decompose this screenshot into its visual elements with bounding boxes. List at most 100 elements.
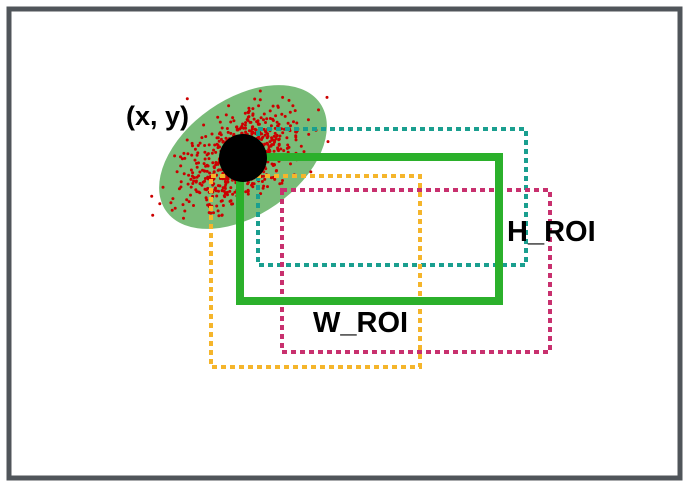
scatter-point: [190, 153, 194, 157]
scatter-point: [291, 104, 295, 108]
scatter-point: [198, 191, 202, 195]
scatter-point: [158, 202, 162, 206]
scatter-point: [187, 173, 191, 177]
scatter-point: [203, 144, 207, 147]
scatter-point: [231, 192, 235, 196]
scatter-point: [220, 213, 224, 217]
scatter-point: [277, 122, 281, 126]
height-label: H_ROI: [507, 216, 596, 248]
scatter-point: [244, 126, 248, 130]
scatter-point: [274, 114, 278, 118]
scatter-point: [294, 130, 298, 134]
scatter-point: [169, 201, 173, 205]
scatter-point: [182, 172, 186, 176]
scatter-point: [229, 120, 233, 124]
scatter-point: [251, 107, 255, 111]
scatter-point: [278, 134, 282, 138]
scatter-point: [280, 112, 284, 116]
scatter-point: [262, 112, 266, 116]
scatter-point: [259, 116, 263, 120]
scatter-point: [274, 169, 278, 173]
scatter-point: [214, 186, 217, 190]
scatter-point: [275, 120, 279, 124]
scatter-point: [263, 133, 267, 137]
scatter-point: [229, 186, 233, 190]
scatter-point: [224, 183, 228, 187]
roi-box-main: [236, 153, 503, 305]
scatter-point: [286, 121, 290, 125]
scatter-point: [219, 168, 223, 172]
scatter-point: [196, 151, 200, 155]
scatter-point: [194, 188, 198, 192]
scatter-point: [293, 109, 297, 113]
scatter-point: [251, 182, 254, 185]
scatter-point: [179, 185, 183, 189]
scatter-point: [195, 161, 198, 165]
scatter-point: [192, 179, 196, 183]
scatter-point: [191, 171, 195, 175]
scatter-point: [225, 190, 229, 194]
scatter-point: [246, 115, 250, 119]
scatter-point: [228, 189, 232, 193]
scatter-point: [205, 198, 209, 202]
scatter-point: [273, 131, 277, 135]
scatter-point: [258, 98, 262, 102]
scatter-point: [266, 134, 270, 138]
scatter-point: [268, 109, 272, 113]
scatter-point: [206, 203, 210, 207]
scatter-point: [251, 113, 255, 117]
scatter-point: [242, 126, 245, 130]
scatter-point: [211, 161, 215, 165]
scatter-point: [171, 197, 175, 201]
scatter-point: [216, 115, 220, 119]
scatter-point: [267, 145, 271, 149]
scatter-point: [189, 177, 193, 181]
scatter-point: [207, 143, 211, 147]
scatter-point: [265, 117, 269, 121]
scatter-point: [279, 147, 283, 151]
scatter-point: [262, 118, 265, 122]
scatter-point: [249, 129, 253, 133]
scatter-point: [175, 170, 179, 174]
scatter-point: [232, 119, 236, 123]
diagram-frame: [6, 6, 683, 481]
scatter-point: [263, 177, 267, 181]
scatter-point: [217, 214, 221, 218]
scatter-point: [216, 184, 220, 188]
scatter-point: [243, 111, 247, 115]
scatter-point: [243, 123, 247, 127]
scatter-point: [206, 152, 210, 156]
scatter-point: [257, 104, 261, 108]
roi-box-magenta: [280, 188, 552, 354]
scatter-point: [208, 171, 212, 175]
scatter-point: [264, 121, 267, 124]
scatter-point: [263, 142, 267, 146]
scatter-point: [244, 130, 248, 134]
scatter-point: [289, 124, 292, 128]
scatter-point: [226, 177, 230, 181]
scatter-point: [246, 182, 250, 186]
scatter-point: [189, 193, 192, 197]
scatter-point: [212, 166, 216, 170]
scatter-point: [249, 120, 253, 124]
scatter-point: [189, 168, 193, 172]
scatter-point: [219, 137, 223, 141]
scatter-point: [220, 189, 224, 193]
scatter-point: [292, 120, 295, 124]
scatter-point: [271, 119, 275, 122]
scatter-point: [217, 139, 221, 143]
scatter-point: [260, 136, 264, 140]
scatter-point: [306, 118, 310, 122]
scatter-point: [206, 177, 210, 181]
scatter-point: [183, 156, 187, 160]
scatter-point: [272, 162, 276, 166]
scatter-point: [194, 179, 198, 183]
scatter-point: [226, 193, 229, 197]
scatter-point: [198, 182, 202, 185]
scatter-point: [286, 143, 290, 147]
scatter-point: [252, 117, 256, 121]
scatter-point: [151, 213, 155, 217]
scatter-point: [221, 140, 225, 143]
scatter-point: [202, 123, 206, 127]
scatter-point: [216, 162, 220, 166]
